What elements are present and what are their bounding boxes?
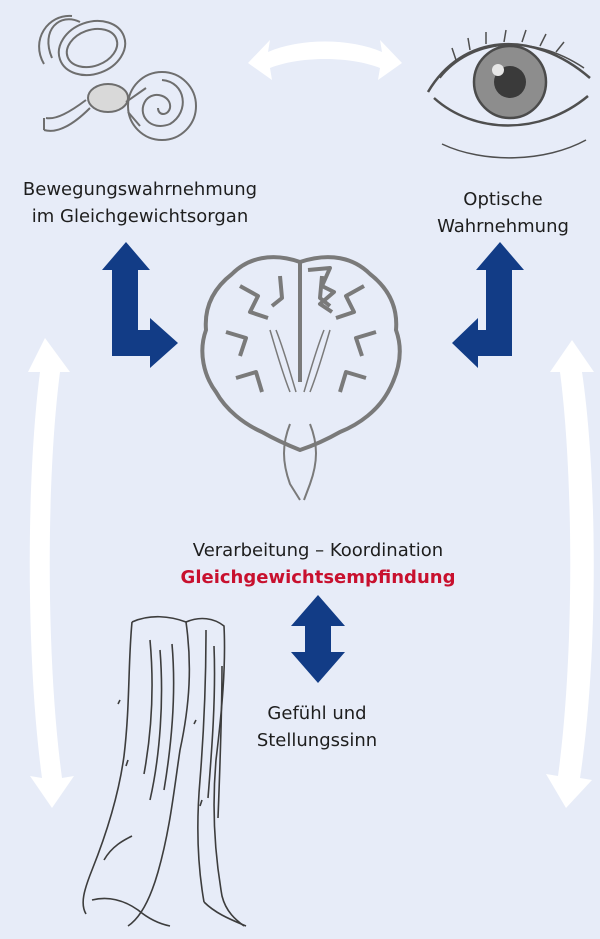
center-legs-double-arrow <box>291 595 345 683</box>
center-label-highlight: Gleichgewichtsempfindung <box>180 567 456 588</box>
left-white-double-arrow <box>28 338 74 808</box>
center-label-line1: Verarbeitung – Koordination <box>192 540 444 561</box>
eye-icon <box>426 29 591 159</box>
legs-label-line1: Gefühl und <box>267 703 367 724</box>
legs-muscle-icon <box>82 615 247 927</box>
right-white-double-arrow <box>546 340 594 808</box>
eye-label: Optische Wahrnehmung <box>418 186 588 240</box>
inner-ear-icon <box>38 14 197 141</box>
ear-label-line1: Bewegungswahrnehmung <box>22 179 258 200</box>
ear-label: Bewegungswahrnehmung im Gleichgewichtsor… <box>5 176 275 230</box>
ear-eye-double-arrow <box>248 40 402 80</box>
eye-brain-arrow <box>452 242 524 368</box>
brain-section-icon <box>200 255 402 501</box>
eye-label-line2: Wahrnehmung <box>437 216 569 237</box>
eye-label-line1: Optische <box>463 189 543 210</box>
center-label: Verarbeitung – Koordination Gleichgewich… <box>150 537 486 591</box>
legs-label: Gefühl und Stellungssinn <box>232 700 402 754</box>
ear-label-line2: im Gleichgewichtsorgan <box>31 206 249 227</box>
ear-brain-arrow <box>102 242 178 368</box>
legs-label-line2: Stellungssinn <box>256 730 378 751</box>
